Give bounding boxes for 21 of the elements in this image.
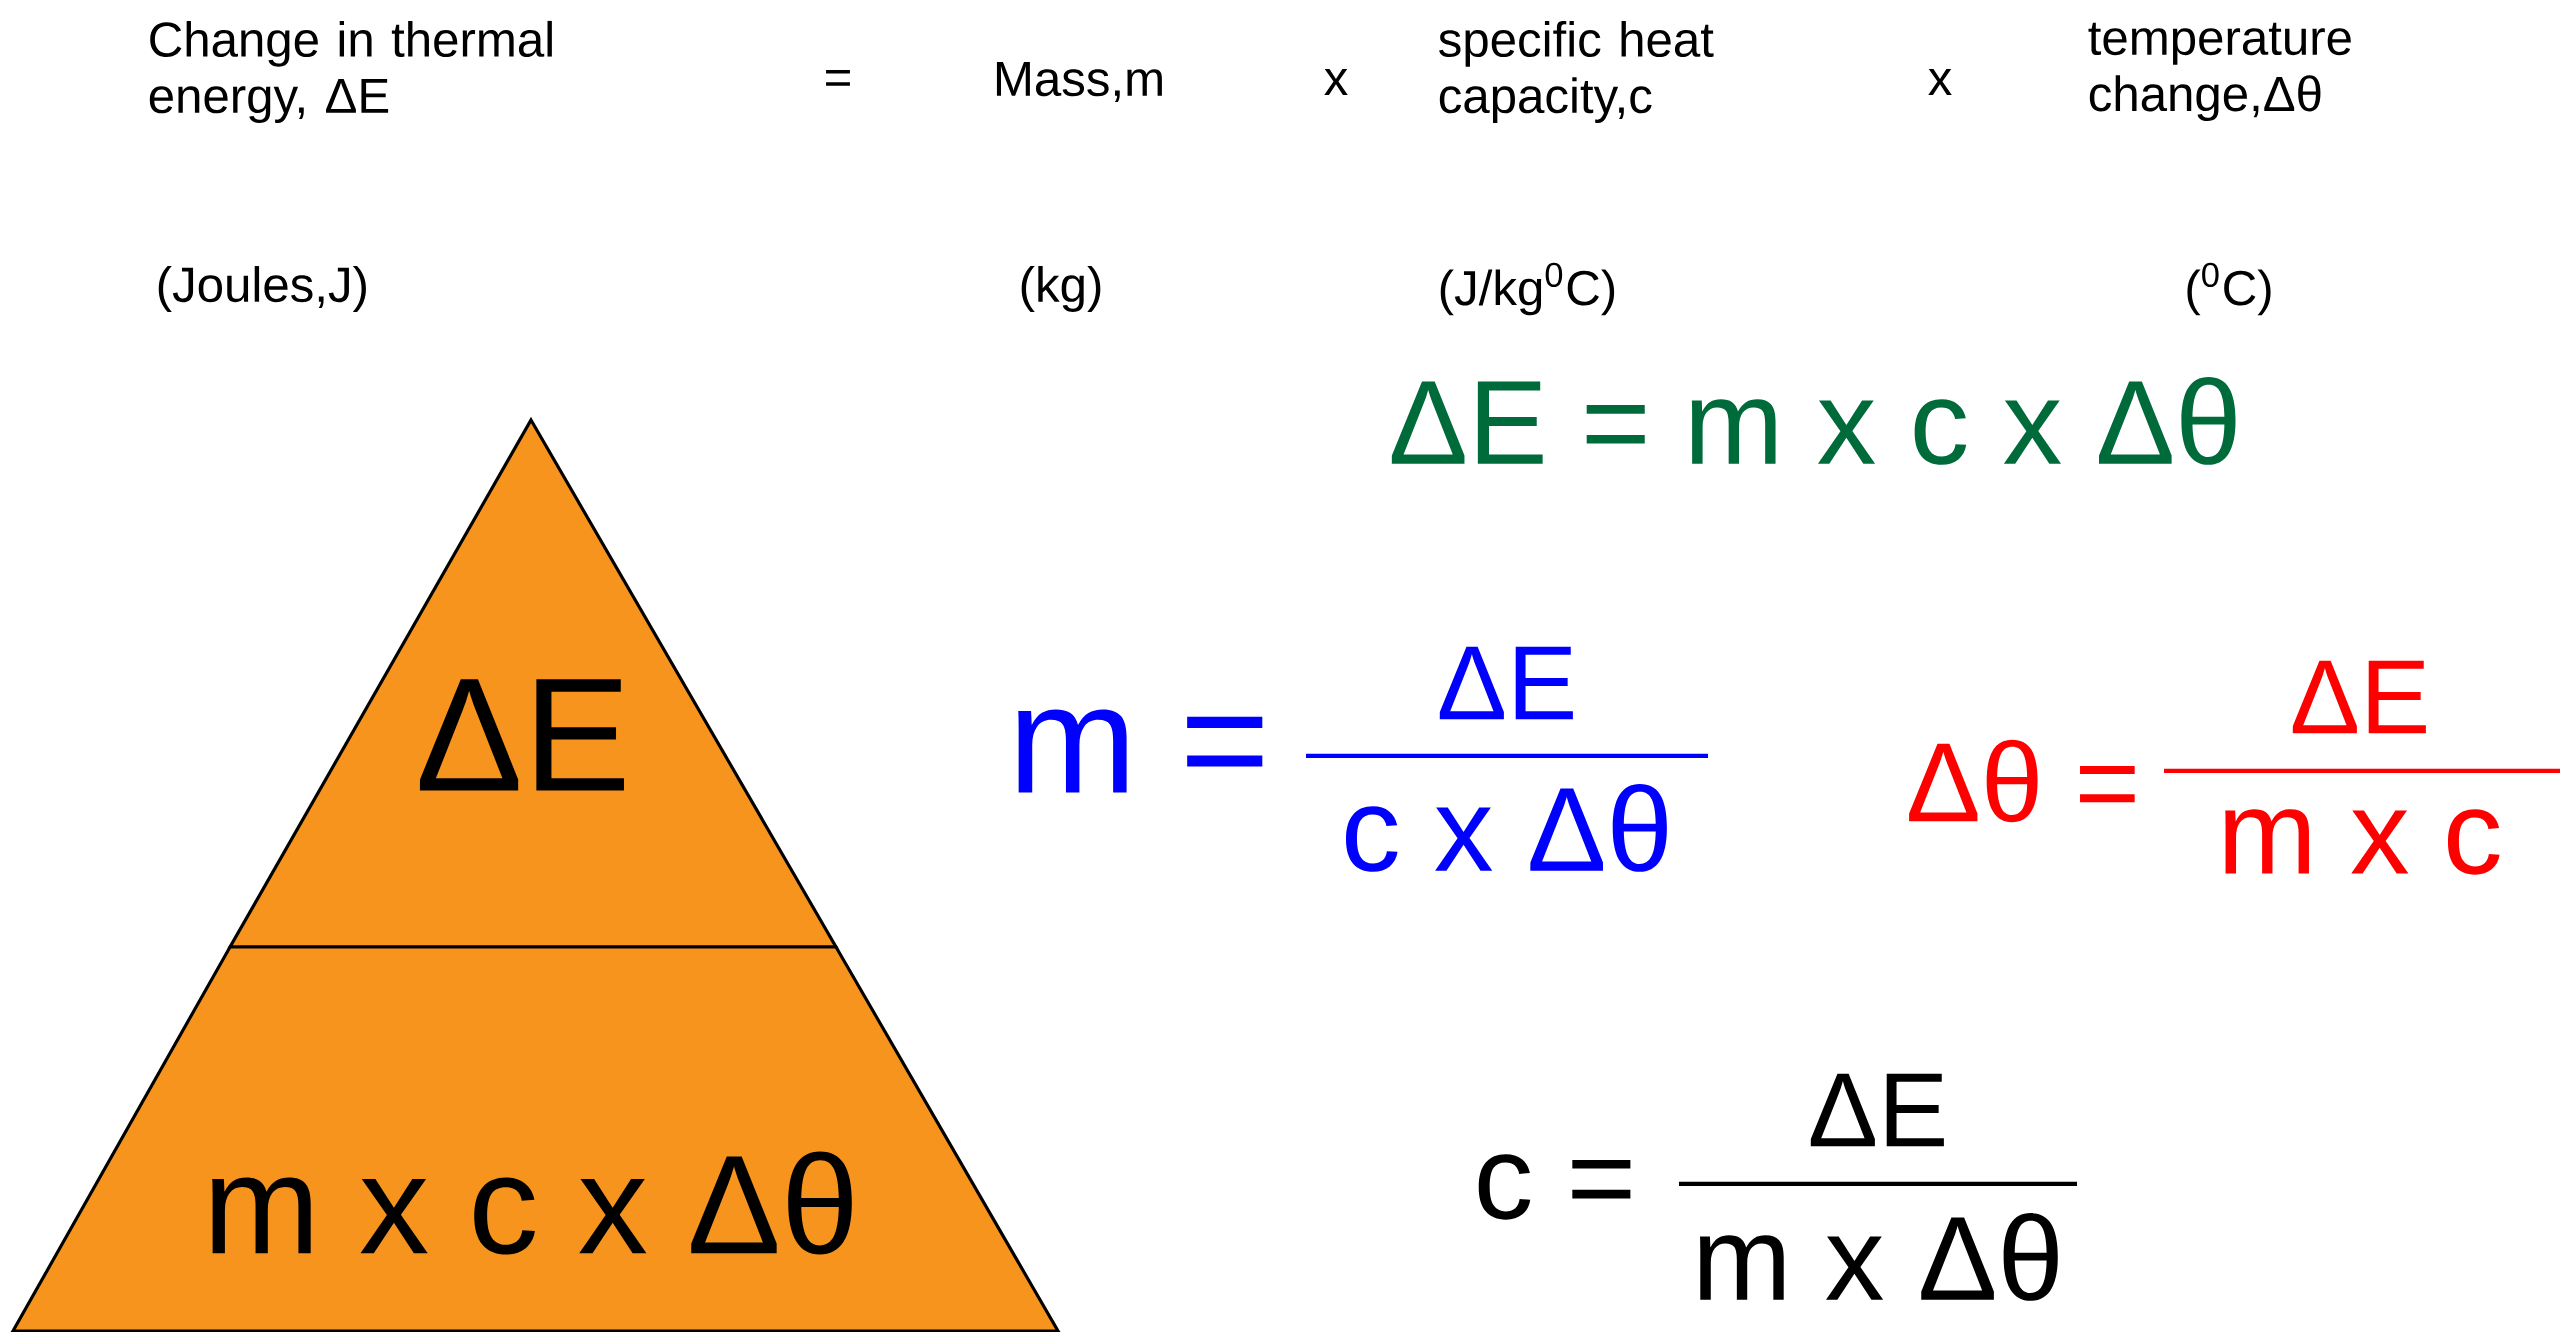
numerator-text: ΔE [1810,1073,1944,1147]
denominator-text: m x Δθ [1699,1213,2058,1301]
operator-sign: x [1928,68,1952,95]
formula-text: Δθ = [1909,739,2135,823]
operator-sign: x [1324,68,1348,95]
formula-text: m = [1018,709,1263,793]
quantity-text: specific heat capacity,c [1439,20,1714,123]
quantity-text: Mass,m [996,61,1162,103]
quantity-text: temperature change,Δθ [2088,22,2351,122]
denominator-text: c x Δθ [1346,784,1667,872]
numerator-text: ΔE [2292,660,2426,734]
unit-text: (kg) [1021,266,1101,312]
numerator-text: ΔE [1439,646,1573,720]
unit-text: ($^{0}$C) [2187,262,2271,316]
denominator-text: m x c [2225,809,2500,875]
unit-text: (J/kg$^{0}$C) [1440,262,1615,316]
unit-text: (Joules,J) [158,266,366,312]
equation-text: ΔE = m x c x Δθ [1391,377,2236,465]
heading-text: Change in thermal energy, ΔE [149,20,552,123]
operator-sign: = [826,69,850,86]
formula-text: c = [1478,1154,1631,1220]
